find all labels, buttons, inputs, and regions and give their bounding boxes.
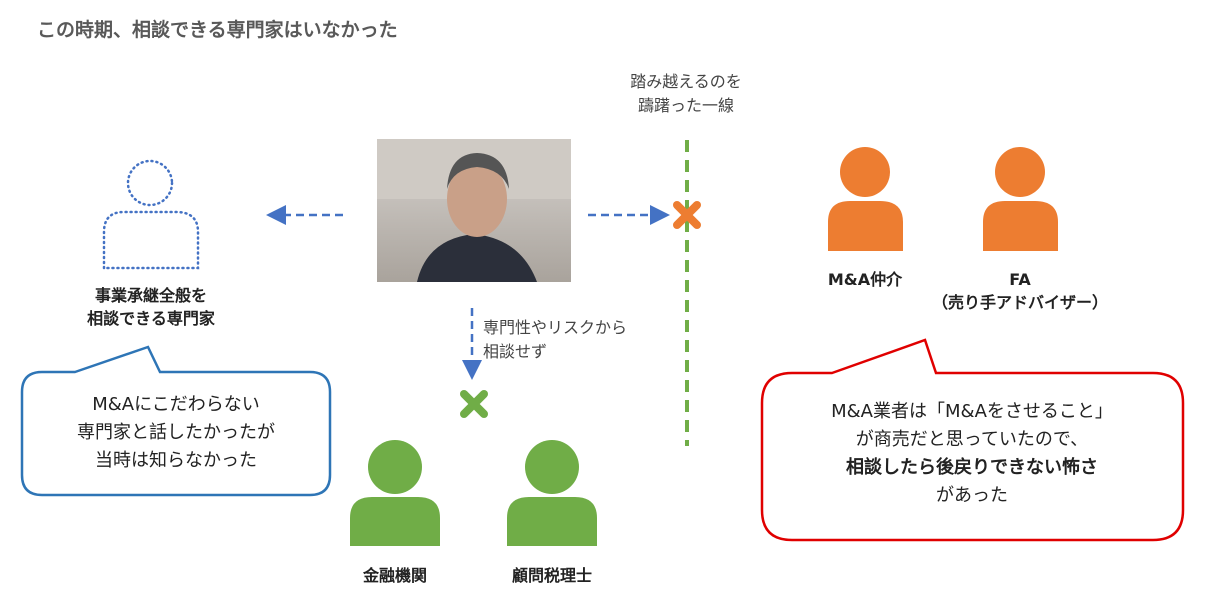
line-label: 踏み越えるのを 躊躇った一線 <box>630 70 742 118</box>
expert-label-1: 事業承継全般を <box>94 286 207 305</box>
bank-label: 金融機関 <box>362 566 428 585</box>
fa-label-main: FA <box>1009 270 1031 289</box>
line-label-2: 躊躇った一線 <box>637 96 734 115</box>
expert-label-2: 相談できる専門家 <box>87 309 215 328</box>
fa-label: FA （売り手アドバイザー） <box>932 268 1108 314</box>
left-bubble-line-1: M&Aにこだわらない <box>92 394 260 415</box>
fa-person-icon <box>983 147 1058 251</box>
photo-silhouette <box>377 139 571 282</box>
orange-x-icon <box>673 201 701 229</box>
fa-label-sub: （売り手アドバイザー） <box>931 293 1109 312</box>
right-bubble-text: M&A業者は「M&Aをさせること」 が商売だと思っていたので、 相談したら後戻り… <box>831 398 1113 510</box>
down-note-2: 相談せず <box>483 342 548 361</box>
bank-person-icon <box>350 440 440 546</box>
ma-broker-person-icon <box>828 147 903 251</box>
right-speech-bubble <box>760 338 1185 542</box>
right-bubble-line-4: があった <box>935 485 1008 506</box>
right-bubble-line-3: 相談したら後戻りできない怖さ <box>845 457 1098 478</box>
tax-accountant-label: 顧問税理士 <box>511 566 593 585</box>
person-photo <box>377 139 571 282</box>
down-note-1: 専門性やリスクから <box>483 318 628 337</box>
left-speech-bubble <box>20 345 332 497</box>
left-bubble-line-2: 専門家と話したかったが <box>77 422 275 443</box>
left-bubble-text: M&Aにこだわらない 専門家と話したかったが 当時は知らなかった <box>77 391 275 475</box>
slide-title: この時期、相談できる専門家はいなかった <box>37 19 398 41</box>
right-bubble-line-2: が商売だと思っていたので、 <box>855 429 1089 450</box>
line-label-1: 踏み越えるのを <box>630 72 742 91</box>
right-bubble-line-1: M&A業者は「M&Aをさせること」 <box>831 401 1113 422</box>
green-x-icon <box>460 390 488 418</box>
down-note: 専門性やリスクから 相談せず <box>483 316 627 364</box>
expert-label: 事業承継全般を 相談できる専門家 <box>87 284 215 330</box>
ma-broker-label: M&A仲介 <box>827 270 903 289</box>
tax-accountant-person-icon <box>507 440 597 546</box>
left-bubble-line-3: 当時は知らなかった <box>95 450 257 471</box>
expert-person-outline-icon <box>102 159 200 270</box>
